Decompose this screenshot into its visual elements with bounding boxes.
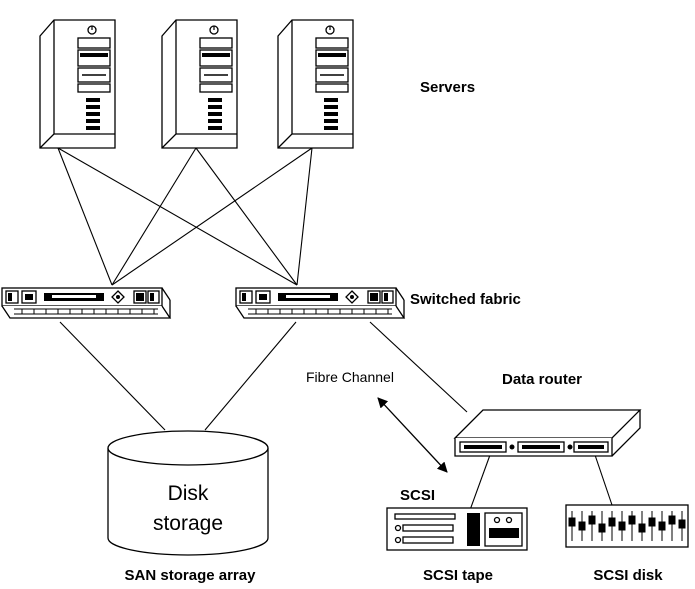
san-storage-array-label: SAN storage array <box>125 567 257 584</box>
disk-storage-line1: Disk <box>168 482 209 505</box>
server-3 <box>277 19 354 149</box>
connection-lines <box>57 147 613 511</box>
disk-storage-cylinder <box>107 430 269 556</box>
data-router-label: Data router <box>502 371 582 388</box>
fibre-channel-label: Fibre Channel <box>306 369 394 385</box>
scsi-disk-label: SCSI disk <box>593 567 663 584</box>
switched-fabric-label: Switched fabric <box>410 291 521 308</box>
server-1 <box>39 19 116 149</box>
scsi-disk-array <box>565 504 689 548</box>
server-2 <box>161 19 238 149</box>
data-router <box>453 409 642 457</box>
scsi-tape-drive <box>386 507 528 551</box>
fc-switch-1 <box>1 287 171 319</box>
fc-switch-2 <box>235 287 405 319</box>
disk-storage-line2: storage <box>153 512 223 535</box>
scsi-tape-label: SCSI tape <box>423 567 493 584</box>
servers-label: Servers <box>420 79 475 96</box>
scsi-label: SCSI <box>400 487 435 504</box>
fibre-channel-arrow <box>377 397 448 473</box>
